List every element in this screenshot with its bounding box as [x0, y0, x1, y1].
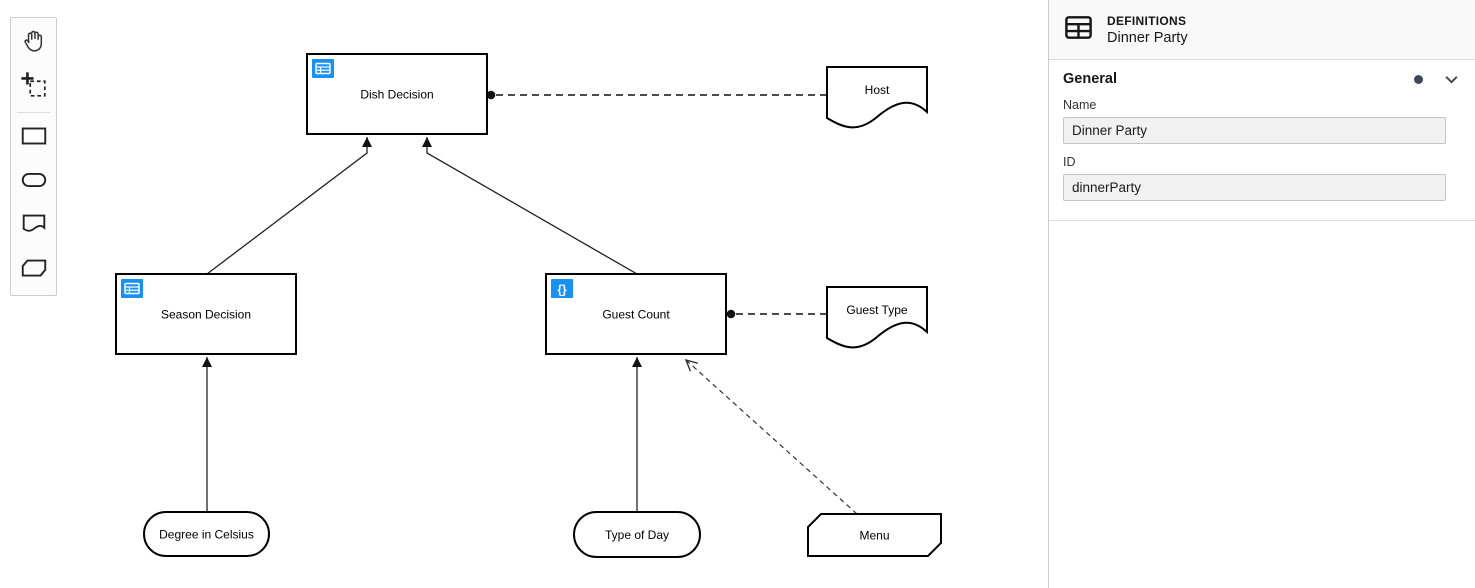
decision-shape-icon — [19, 121, 49, 156]
node-host[interactable]: Host — [826, 66, 928, 129]
palette-separator — [17, 112, 50, 113]
lasso-tool-button[interactable] — [11, 65, 56, 109]
node-season-decision[interactable]: Season Decision — [115, 273, 297, 355]
node-label: Season Decision — [161, 308, 251, 322]
id-field: ID — [1063, 155, 1461, 201]
node-label: Dish Decision — [360, 88, 433, 102]
node-guest-count[interactable]: {} Guest Count — [545, 273, 727, 355]
general-group-header[interactable]: General — [1063, 71, 1461, 87]
node-label: Menu — [859, 529, 889, 543]
lasso-icon — [19, 70, 49, 105]
hand-icon — [19, 26, 49, 61]
business-knowledge-model-shape-icon — [19, 253, 49, 288]
id-field-label: ID — [1063, 155, 1076, 169]
node-label: Host — [865, 83, 890, 97]
palette — [10, 17, 57, 296]
node-label: Guest Type — [846, 303, 907, 317]
group-edited-indicator-dot — [1414, 74, 1423, 84]
create-business-knowledge-model-button[interactable] — [11, 248, 56, 292]
element-type-label: DEFINITIONS — [1107, 13, 1187, 28]
general-group: General Name ID — [1049, 60, 1475, 221]
name-input[interactable] — [1063, 117, 1446, 144]
svg-text:{}: {} — [557, 283, 567, 297]
node-degree-in-celsius[interactable]: Degree in Celsius — [143, 511, 270, 557]
create-decision-button[interactable] — [11, 116, 56, 160]
literal-expression-icon — [551, 279, 573, 298]
edge-menu-to-guestcount[interactable] — [686, 360, 858, 515]
name-field: Name — [1063, 98, 1461, 144]
properties-panel: DEFINITIONS Dinner Party General Name ID — [1048, 0, 1475, 588]
create-input-data-button[interactable] — [11, 160, 56, 204]
node-guest-type[interactable]: Guest Type — [826, 286, 928, 349]
knowledge-source-shape-icon — [19, 209, 49, 244]
element-name-label: Dinner Party — [1107, 29, 1188, 46]
input-data-shape-icon — [19, 165, 49, 200]
panel-header-text: DEFINITIONS Dinner Party — [1107, 14, 1188, 46]
node-label: Degree in Celsius — [159, 528, 254, 542]
node-menu[interactable]: Menu — [807, 513, 942, 557]
edge-guestcount-to-dish[interactable] — [422, 137, 638, 275]
node-type-of-day[interactable]: Type of Day — [573, 511, 701, 558]
edge-season-to-dish[interactable] — [206, 137, 372, 275]
definitions-table-icon — [1063, 12, 1094, 48]
name-field-label: Name — [1063, 98, 1097, 112]
node-label: Type of Day — [605, 528, 669, 542]
node-dish-decision[interactable]: Dish Decision — [306, 53, 488, 135]
properties-panel-header: DEFINITIONS Dinner Party — [1049, 0, 1475, 60]
node-label: Guest Count — [602, 308, 670, 322]
id-input[interactable] — [1063, 174, 1446, 201]
create-knowledge-source-button[interactable] — [11, 204, 56, 248]
group-title: General — [1063, 71, 1117, 87]
hand-tool-button[interactable] — [11, 21, 56, 65]
chevron-down-icon[interactable] — [1444, 72, 1459, 87]
